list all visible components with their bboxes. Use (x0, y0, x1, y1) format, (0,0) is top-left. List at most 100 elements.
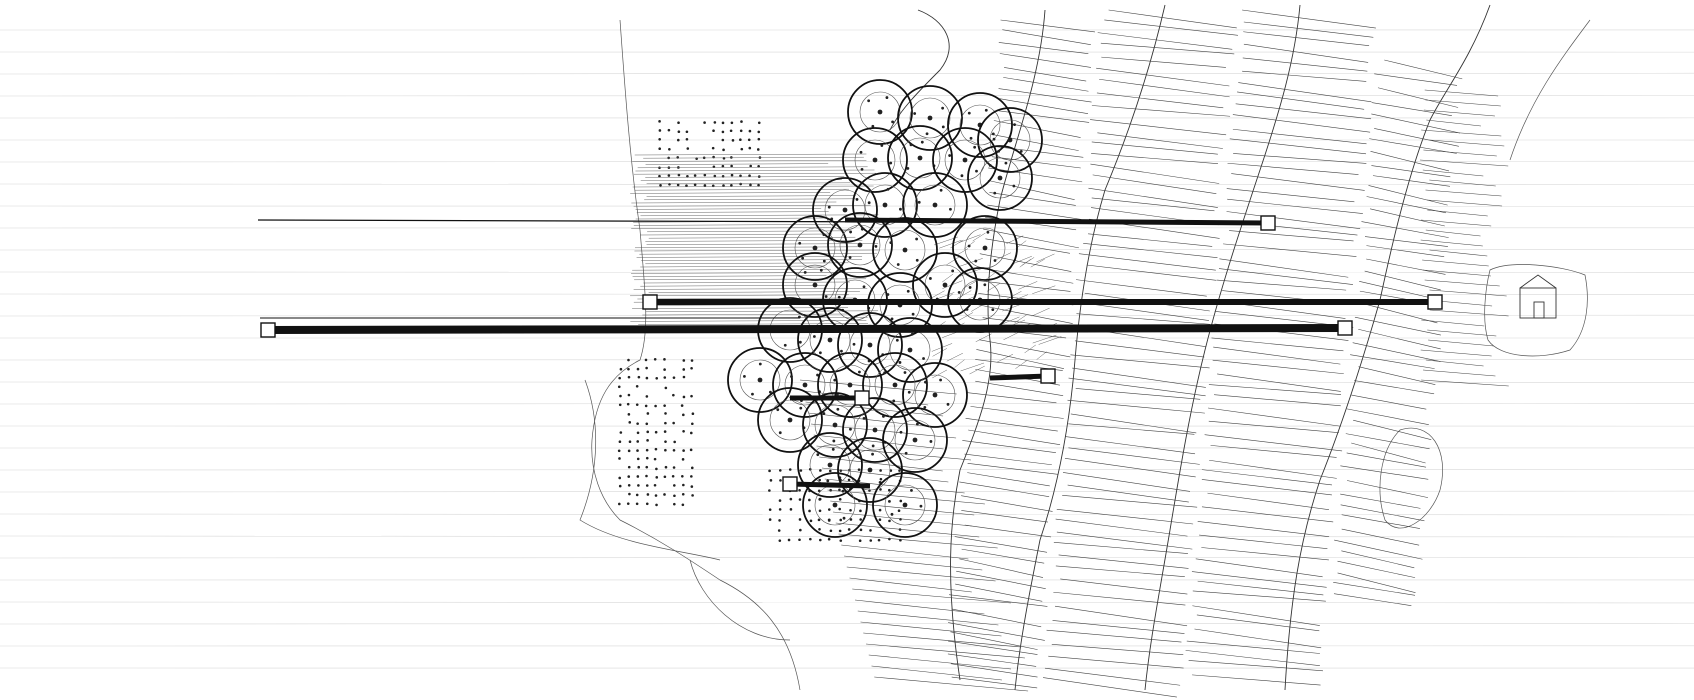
hatch-stroke-east (1031, 307, 1050, 317)
terrace-stroke (1340, 504, 1425, 522)
planting-circle-center (812, 282, 818, 288)
planting-circle-inner (814, 404, 856, 446)
terrace-stroke-east (1421, 379, 1509, 387)
terrace-stroke (964, 453, 1052, 466)
planting-circle-dot (923, 405, 927, 409)
terrace-stroke (1065, 436, 1196, 455)
dot-field-north (658, 174, 661, 178)
terrace-stroke-east (1422, 169, 1484, 177)
planting-circle (772, 352, 838, 418)
planting-circle-center (877, 109, 883, 115)
dot-field-south (777, 529, 781, 532)
dot-field-southwest (671, 474, 675, 478)
hatch-stroke-east (996, 353, 1014, 363)
dot-field-southwest (645, 465, 649, 469)
dot-field-south (869, 539, 873, 542)
planting-circle (977, 107, 1043, 173)
planting-circle-dot (858, 370, 861, 374)
dot-field-south (798, 538, 801, 542)
dot-field-south (878, 518, 882, 522)
dot-field-south (878, 508, 882, 512)
terrace-stroke (1056, 508, 1194, 525)
dot-field-southwest (619, 367, 623, 371)
planting-circle-dot (929, 277, 932, 280)
planting-circle-inner (944, 139, 986, 181)
terrace-stroke (1341, 528, 1420, 546)
dot-field-southwest (681, 503, 685, 507)
planting-circle (847, 79, 913, 145)
planting-circle-dot (986, 230, 990, 234)
terrace-stroke (1104, 19, 1238, 36)
planting-circle-center (787, 417, 793, 423)
terrace-stroke (1055, 518, 1188, 537)
terrace-stroke (950, 663, 1038, 678)
planting-circle-center (872, 157, 878, 163)
planting-circle-dot (758, 362, 762, 366)
terrace-stroke (990, 133, 1079, 151)
dot-field-north (749, 164, 753, 168)
dot-field-southwest (664, 412, 667, 415)
dot-field-south (818, 478, 821, 482)
planting-circle-dot (1013, 123, 1016, 127)
terrace-stroke (1099, 78, 1230, 98)
dot-field-southwest (618, 457, 621, 460)
beam-end-square (854, 390, 870, 406)
planting-circle-inner (794, 227, 836, 269)
hatch-stroke-east (969, 365, 985, 375)
hatch-stroke-east (1003, 331, 1020, 341)
dot-field-southwest (655, 377, 659, 380)
terrace-stroke-east (1422, 259, 1489, 267)
terrace-stroke (1091, 141, 1218, 155)
dot-field-southwest (618, 484, 622, 488)
dot-field-southwest (617, 449, 621, 453)
planting-circle-center (907, 347, 913, 353)
terrace-stroke-south (860, 621, 1002, 637)
dot-field-south (789, 497, 793, 501)
dot-field-south (788, 468, 792, 471)
terrace-stroke (1054, 605, 1188, 627)
terrace-stroke (1243, 21, 1374, 38)
terrace-stroke (1364, 236, 1448, 247)
planting-circle-dot (822, 259, 826, 263)
terrace-stroke-east (1425, 99, 1501, 107)
hatch-stroke (646, 195, 856, 197)
terrace-stroke (1231, 173, 1365, 191)
beam-end-square (642, 294, 658, 310)
planting-circle-inner (899, 137, 941, 179)
boundary-outline-south (689, 559, 791, 641)
dot-field-southwest (682, 429, 685, 433)
dot-field-southwest (664, 421, 667, 425)
planting-circle-center (932, 202, 938, 208)
dot-field-southwest (627, 449, 631, 453)
planting-circle-dot (913, 112, 917, 115)
hatch-stroke-east (1006, 291, 1022, 300)
hatch-stroke (632, 268, 831, 271)
dot-field-south (897, 509, 901, 513)
hatch-stroke-east (972, 232, 986, 242)
planting-circle-dot (892, 399, 896, 403)
planting-circle (802, 472, 868, 538)
planting-circle-dot (915, 422, 919, 426)
terrace-stroke (1044, 667, 1181, 686)
terrace-stroke (1210, 445, 1337, 458)
dot-field-southwest (664, 386, 668, 390)
planting-circle-dot (790, 375, 793, 378)
terrace-stroke (1372, 175, 1450, 187)
planting-circle-dot (886, 187, 890, 191)
dot-field-south (768, 518, 772, 521)
hatch-stroke-east (1018, 281, 1038, 290)
dot-field-north (757, 137, 761, 141)
dot-field-southwest (663, 368, 666, 371)
hatch-stroke (639, 252, 877, 255)
planting-circle-inner (854, 139, 896, 181)
dot-field-southwest (681, 474, 684, 478)
dot-field-south (869, 529, 872, 532)
terrace-stroke-south (868, 654, 1012, 670)
dot-field-southwest (682, 413, 685, 417)
hatch-stroke (643, 281, 850, 284)
planting-circle-dot (849, 427, 852, 431)
planting-circle-dot (993, 259, 997, 262)
hatch-stroke (646, 182, 851, 185)
planting-circle-dot (920, 140, 924, 144)
dot-field-north (713, 121, 717, 124)
